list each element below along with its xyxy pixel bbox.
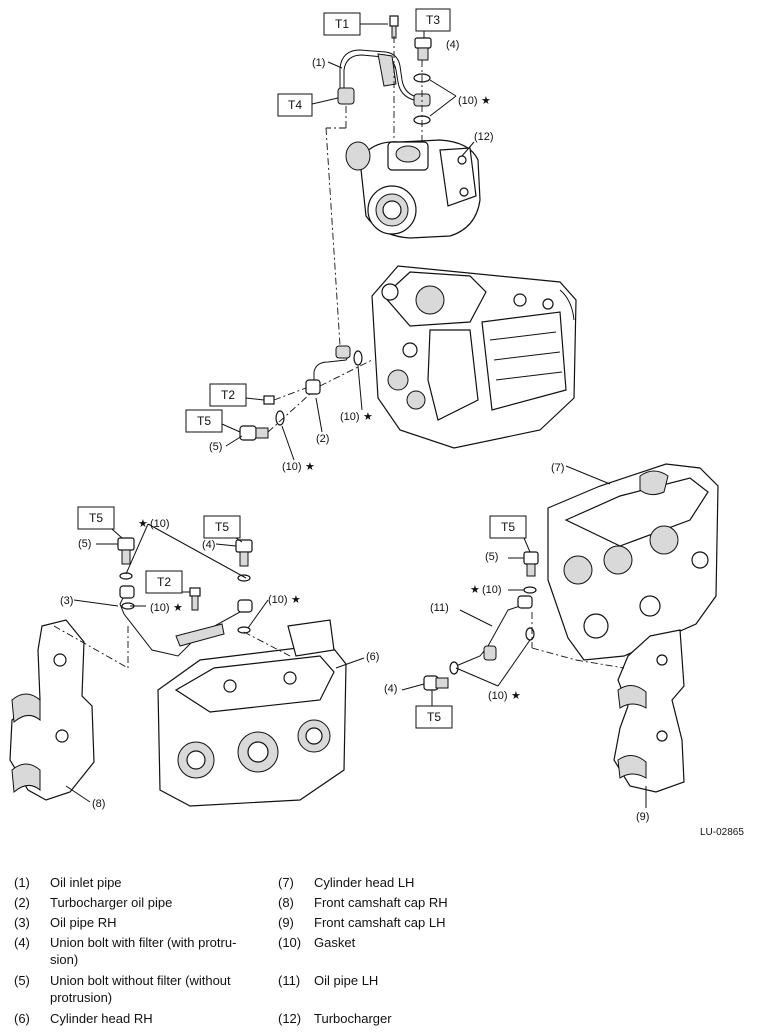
callout-6: (6) xyxy=(366,651,379,663)
callout-7: (7) xyxy=(551,462,564,474)
svg-text:T1: T1 xyxy=(335,17,349,31)
exploded-parts-diagram: .ln { stroke: #111; stroke-width: 1; fil… xyxy=(9,8,719,823)
cylinder-head-lh xyxy=(547,463,719,661)
svg-text:T2: T2 xyxy=(221,388,235,402)
star-10-lh: ★ xyxy=(470,584,480,596)
callout-10-lh-b: (10) xyxy=(488,690,508,702)
svg-text:T5: T5 xyxy=(215,520,229,534)
svg-text:T5: T5 xyxy=(501,520,515,534)
star-10-mid-b: ★ xyxy=(305,461,315,473)
front-camshaft-cap-rh xyxy=(9,619,95,801)
callout-4-top: (4) xyxy=(446,39,459,51)
torque-tag-t4: T4 xyxy=(277,93,339,117)
callout-3: (3) xyxy=(60,595,73,607)
callout-8: (8) xyxy=(92,798,105,810)
callout-2: (2) xyxy=(316,433,329,445)
callout-labels: (1) (4) (10) ★ (12) (10) ★ (2) (5) (10) … xyxy=(60,39,649,823)
torque-tag-t5-rh-left: T5 xyxy=(77,506,123,539)
callout-1-top: (1) xyxy=(312,57,325,69)
torque-tag-t5-lh-bottom: T5 xyxy=(415,690,453,729)
oil-pipe-rh xyxy=(119,591,245,657)
svg-text:T5: T5 xyxy=(197,414,211,428)
callout-11: (11) xyxy=(430,602,449,614)
callout-10-mid-b: (10) xyxy=(282,461,302,473)
cylinder-head-rh xyxy=(157,619,347,807)
svg-text:T5: T5 xyxy=(89,511,103,525)
lh-head-assembly xyxy=(401,463,719,808)
star-10-rh-c: ★ xyxy=(291,594,301,606)
turbocharger-oil-pipe xyxy=(225,345,373,461)
star-10-top: ★ xyxy=(481,95,491,107)
figure-reference: LU-02865 xyxy=(700,827,744,838)
torque-tag-t5-mid: T5 xyxy=(185,409,241,433)
callout-10-rh-c: (10) xyxy=(268,594,288,606)
torque-tag-t2-top: T2 xyxy=(209,383,265,407)
torque-tag-t2-rh: T2 xyxy=(145,570,183,594)
torque-tag-t3: T3 xyxy=(415,8,451,38)
front-camshaft-cap-lh xyxy=(613,629,685,793)
callout-4-lh: (4) xyxy=(384,683,397,695)
torque-tag-t5-lh-top: T5 xyxy=(489,515,531,553)
turbocharger-assembly xyxy=(325,15,481,346)
callout-10-lh: (10) xyxy=(482,584,502,596)
callout-5-lh: (5) xyxy=(485,551,498,563)
rh-head-assembly xyxy=(9,523,365,807)
svg-text:T2: T2 xyxy=(157,575,171,589)
callout-5-mid: (5) xyxy=(209,441,222,453)
callout-10-top: (10) xyxy=(458,95,478,107)
turbocharger xyxy=(345,139,481,239)
callout-5-rh: (5) xyxy=(78,538,91,550)
callout-9: (9) xyxy=(636,811,649,823)
star-10-rh: ★ xyxy=(138,518,148,530)
torque-tag-t1: T1 xyxy=(323,12,388,36)
svg-text:T3: T3 xyxy=(426,13,440,27)
callout-10-rh: (10) xyxy=(150,518,170,530)
star-10-mid-a: ★ xyxy=(363,411,373,423)
engine-block-upper xyxy=(371,265,577,449)
svg-text:T5: T5 xyxy=(427,710,441,724)
torque-tag-t5-rh-right: T5 xyxy=(203,515,243,543)
svg-text:T4: T4 xyxy=(288,98,302,112)
callout-10-mid-a: (10) xyxy=(340,411,360,423)
callout-4-rh: (4) xyxy=(202,539,215,551)
callout-10-rh-b: (10) xyxy=(150,602,170,614)
star-10-lh-b: ★ xyxy=(511,690,521,702)
star-10-rh-b: ★ xyxy=(173,602,183,614)
oil-inlet-pipe xyxy=(339,49,415,97)
callout-12: (12) xyxy=(474,131,494,143)
